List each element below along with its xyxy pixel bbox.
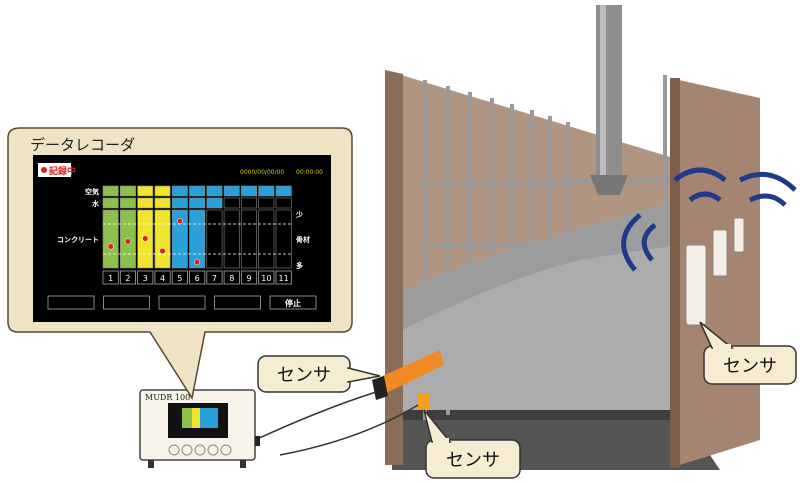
time-readout: 00:00:00 [296, 169, 323, 176]
stop-button-label: 停止 [285, 298, 301, 308]
concrete-cell [171, 209, 188, 269]
concrete-cell [206, 209, 223, 269]
water-cell [189, 197, 206, 209]
aggregate-dot [107, 243, 114, 250]
water-cell [275, 197, 292, 209]
air-cell [137, 185, 154, 197]
channel-grid: 1 2 3 4 5 6 7 8 9 10 11 [102, 185, 292, 285]
concrete-cell [241, 209, 257, 269]
stop-button[interactable] [269, 295, 317, 310]
air-cell [171, 185, 188, 197]
floor-sensor [417, 393, 429, 409]
channel-number-box [119, 270, 137, 285]
air-cell [258, 185, 275, 197]
row-label-air: 空気 [85, 187, 99, 196]
channel-number-box [240, 270, 258, 285]
channel-number: 2 [125, 274, 130, 283]
softkey-button[interactable] [103, 295, 150, 310]
water-cell [258, 197, 275, 209]
air-cell [241, 185, 257, 197]
aggregate-dots [107, 217, 201, 266]
water-cell [137, 197, 154, 209]
data-recorder-device: MUDR 100 [139, 389, 260, 468]
recording-badge [38, 163, 71, 177]
wall-sensor [733, 217, 745, 253]
water-cell [223, 197, 240, 209]
channel-number: 5 [177, 274, 182, 283]
air-cell [223, 185, 240, 197]
recording-status: 記録中 [49, 165, 76, 177]
cable [254, 391, 377, 441]
air-cell [206, 185, 223, 197]
channel-number: 4 [160, 274, 165, 283]
tremie-pipe [596, 5, 622, 175]
recording-dot-icon [41, 167, 47, 173]
water-cell [241, 197, 257, 209]
channel-number-box [223, 270, 240, 285]
formwork-illustration [254, 5, 797, 470]
channel-number: 9 [247, 274, 252, 283]
channel-number-box [154, 270, 171, 285]
channel-number-box [189, 270, 206, 285]
aggregate-label-low: 少 [295, 210, 303, 219]
water-cell [120, 197, 136, 209]
sensor-label-wall: センサ [699, 321, 797, 385]
concrete-cell [102, 209, 119, 269]
sensor-label: センサ [446, 450, 500, 471]
softkey-button[interactable] [158, 295, 206, 310]
softkey-button[interactable] [214, 295, 261, 310]
sensor-label: センサ [277, 365, 331, 386]
aggregate-label-high: 多 [296, 261, 303, 270]
channel-number-box [171, 270, 188, 285]
sensor-strip [378, 350, 444, 395]
channel-number: 6 [195, 274, 200, 283]
water-cell [171, 197, 188, 209]
channel-number-box [206, 270, 223, 285]
water-cell [154, 197, 171, 209]
softkey-row: 停止 [47, 295, 317, 310]
data-recorder-callout: データレコーダ 記録中 0000/00/00/00 00:00:00 空気 水 … [7, 127, 353, 400]
cable [279, 404, 419, 456]
concrete-cell [275, 209, 292, 269]
channel-number: 10 [261, 274, 271, 283]
aggregate-dot [124, 238, 131, 245]
channel-number-box [275, 270, 292, 285]
water-cell [206, 197, 223, 209]
channel-number: 11 [279, 274, 289, 283]
channel-number: 1 [108, 274, 113, 283]
channel-number-box [102, 270, 119, 285]
channel-number-box [137, 270, 154, 285]
aggregate-dot [142, 235, 149, 242]
channel-number: 8 [229, 274, 234, 283]
air-cell [120, 185, 136, 197]
air-cell [275, 185, 292, 197]
device-model-label: MUDR 100 [145, 393, 190, 402]
sensor-label-strip: センサ [257, 355, 381, 393]
channel-number-box [258, 270, 275, 285]
aggregate-dot [159, 247, 166, 255]
aggregate-dot [194, 258, 201, 266]
aggregate-label-mid: 骨材 [296, 235, 310, 244]
concrete-cell [258, 209, 275, 269]
callout-title: データレコーダ [30, 136, 135, 154]
concrete-cell [154, 209, 171, 269]
channel-number: 7 [212, 274, 217, 283]
concrete-cell [223, 209, 240, 269]
water-cell [102, 197, 119, 209]
air-cell [189, 185, 206, 197]
row-label-concrete: コンクリート [57, 235, 99, 244]
concrete-cell [189, 209, 206, 269]
wall-sensor [712, 229, 728, 277]
aggregate-dot [176, 217, 183, 225]
row-label-water: 水 [92, 199, 100, 208]
air-cell [154, 185, 171, 197]
date-readout: 0000/00/00/00 [240, 169, 284, 176]
channel-number: 3 [143, 274, 148, 283]
wireless-signal-icon [621, 167, 797, 272]
softkey-button[interactable] [47, 295, 95, 310]
air-cell [102, 185, 119, 197]
wall-sensor [685, 244, 707, 326]
sensor-label-floor: センサ [423, 409, 521, 479]
sensor-label: センサ [723, 356, 777, 377]
